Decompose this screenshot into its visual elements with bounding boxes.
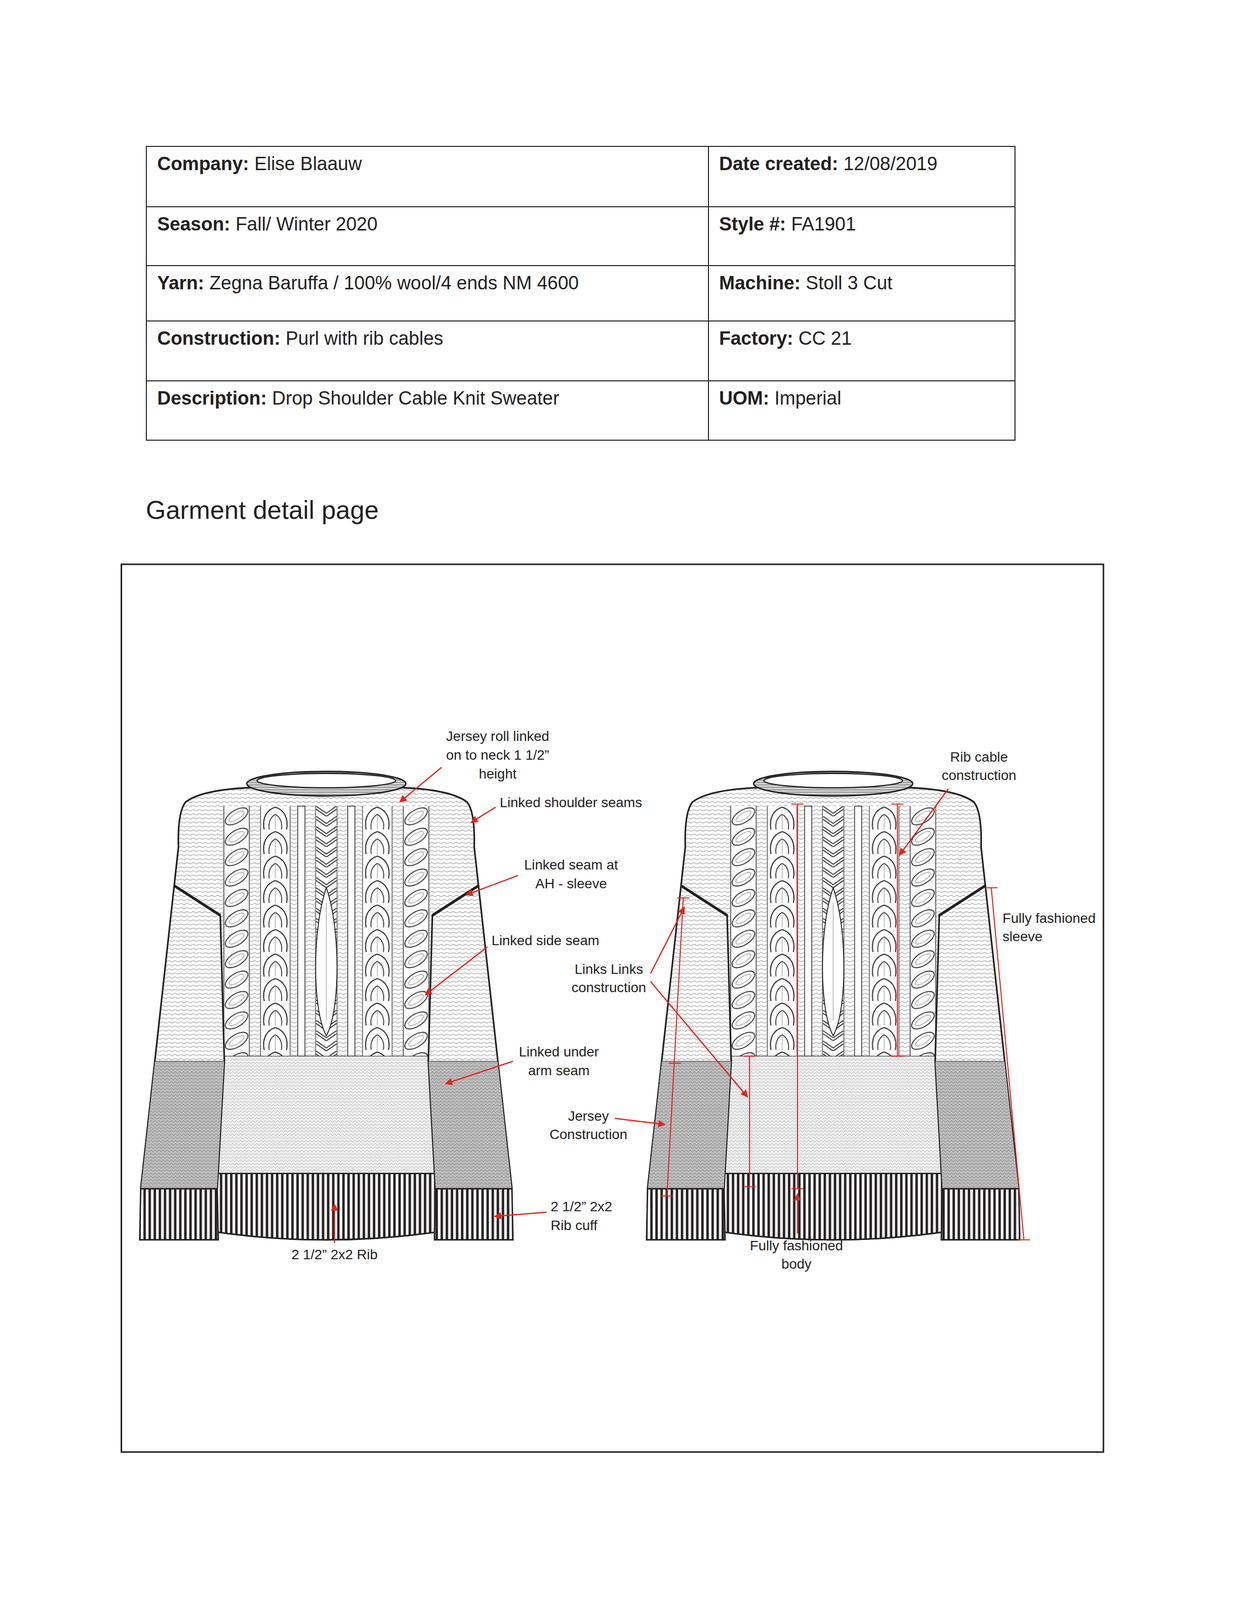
callout-label: Linked seam at AH - sleeve (521, 855, 621, 893)
spec-cell: UOM:Imperial (707, 380, 1016, 441)
field-value: 12/08/2019 (843, 153, 938, 175)
field-value: FA1901 (791, 213, 856, 235)
callout-label: Fully fashioned body (747, 1236, 846, 1274)
callout-label: Linked shoulder seams (499, 793, 643, 812)
leader-line (471, 806, 496, 823)
leader-line (650, 906, 685, 973)
field-label: Yarn: (157, 272, 205, 294)
field-label: Date created: (719, 153, 839, 175)
callout-label: Fully fashioned sleeve (1002, 908, 1102, 947)
field-label: Description: (157, 387, 267, 409)
page-heading: Garment detail page (145, 494, 379, 526)
measure-line (891, 803, 904, 1057)
measure-line (791, 803, 804, 1189)
spec-cell: Season:Fall/ Winter 2020 (145, 206, 709, 267)
leader-line (899, 788, 949, 855)
field-value: Elise Blaauw (254, 153, 362, 175)
field-value: Stoll 3 Cut (805, 272, 893, 294)
spec-cell: Style #:FA1901 (707, 206, 1016, 267)
leader-line (333, 1203, 335, 1243)
field-label: Construction: (157, 327, 281, 349)
measure-line (743, 1055, 756, 1187)
front-sketch (139, 771, 514, 1240)
field-label: Style #: (719, 213, 787, 235)
callout-label: Linked under arm seam (514, 1042, 604, 1080)
leader-line (466, 875, 519, 895)
spec-cell: Factory:CC 21 (707, 320, 1016, 382)
field-label: Company: (157, 153, 250, 175)
field-value: Fall/ Winter 2020 (235, 213, 378, 235)
callout-label: Rib cable construction (938, 747, 1020, 786)
leader-line (445, 1060, 513, 1084)
field-label: Season: (157, 213, 231, 235)
spec-cell: Date created:12/08/2019 (707, 145, 1016, 208)
callout-label: Jersey roll linked on to neck 1 1/2” hei… (444, 726, 551, 783)
detail-frame (121, 564, 1104, 1452)
spec-cell: Description:Drop Shoulder Cable Knit Swe… (145, 380, 709, 441)
spec-cell: Company:Elise Blaauw (145, 145, 709, 208)
callout-label: Links Links construction (568, 959, 650, 998)
field-value: Purl with rib cables (285, 327, 444, 349)
measure-lines (661, 803, 1031, 1240)
leader-lines (334, 766, 949, 1242)
leader-line (615, 1117, 665, 1124)
field-value: Zegna Baruffa / 100% wool/4 ends NM 4600 (209, 272, 579, 294)
field-value: CC 21 (798, 327, 852, 349)
field-value: Drop Shoulder Cable Knit Sweater (271, 387, 560, 409)
construction-sketch (646, 771, 1020, 1240)
field-value: Imperial (774, 387, 841, 409)
callout-label: Jersey Construction (546, 1106, 631, 1145)
leader-line (494, 1211, 547, 1216)
field-label: Factory: (719, 327, 794, 349)
leader-line (650, 981, 748, 1097)
measure-line (661, 897, 690, 1196)
spec-cell: Construction:Purl with rib cables (145, 320, 709, 382)
field-label: UOM: (719, 387, 770, 409)
leader-line (399, 766, 442, 802)
field-label: Machine: (719, 272, 801, 294)
spec-cell: Yarn:Zegna Baruffa / 100% wool/4 ends NM… (145, 264, 709, 321)
leader-line (796, 1193, 798, 1234)
callout-label: 2 1/2” 2x2 Rib cuff (550, 1196, 625, 1235)
spec-cell: Machine:Stoll 3 Cut (707, 264, 1016, 321)
callout-label: Linked side seam (491, 930, 600, 950)
callout-label: 2 1/2” 2x2 Rib (291, 1244, 378, 1264)
leader-line (425, 946, 488, 995)
